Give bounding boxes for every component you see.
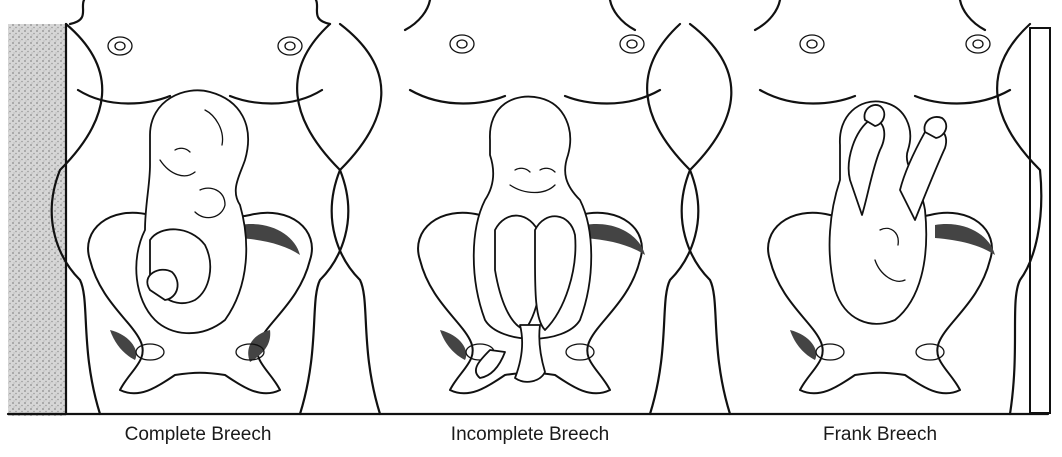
nipple-right: [966, 35, 990, 53]
panel-incomplete-breech: [332, 0, 699, 414]
panel-complete-breech: [52, 0, 349, 414]
nipple-left: [108, 37, 132, 55]
nipple-left: [800, 35, 824, 53]
nipple-left: [450, 35, 474, 53]
nipple-right: [620, 35, 644, 53]
caption-frank-breech: Frank Breech: [823, 424, 937, 446]
caption-complete-breech: Complete Breech: [125, 424, 272, 446]
caption-incomplete-breech: Incomplete Breech: [451, 424, 609, 446]
panel-frank-breech: [682, 0, 1042, 414]
stippled-background: [8, 24, 66, 416]
baby-complete-breech: [136, 90, 248, 333]
nipple-right: [278, 37, 302, 55]
